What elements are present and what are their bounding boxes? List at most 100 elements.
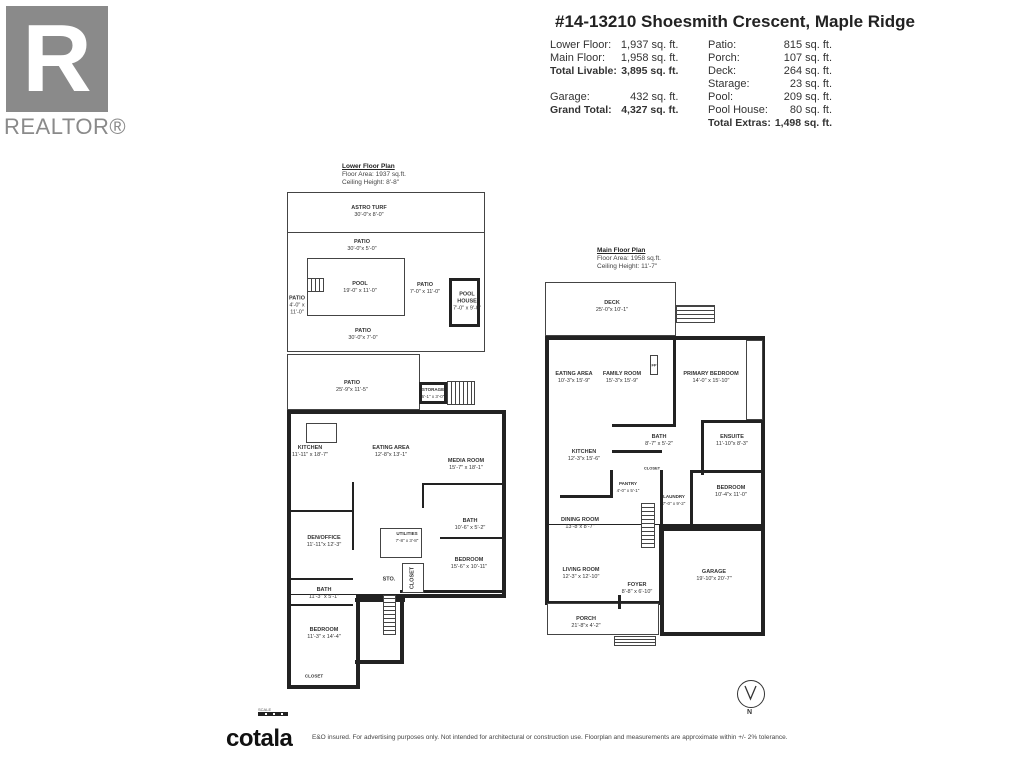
wall — [400, 598, 404, 664]
stat-label: Pool House: — [708, 104, 768, 116]
wall — [701, 420, 704, 475]
interior-stairs — [383, 595, 396, 635]
pool-house — [449, 278, 480, 327]
north-arrow-icon — [737, 680, 765, 708]
fireplace-label: FP — [651, 362, 657, 368]
wall — [291, 604, 353, 606]
lower-patio — [287, 354, 420, 410]
wall — [612, 424, 676, 427]
main-floor-area: Floor Area: 1958 sq.ft. — [597, 255, 661, 262]
deck-stairs — [676, 305, 715, 323]
stat-label: Patio: — [708, 39, 737, 51]
deck — [545, 282, 676, 336]
wall — [291, 578, 353, 580]
area-summary-right: Patio:815 sq. ft. Porch:107 sq. ft. Deck… — [706, 39, 834, 130]
wall — [610, 470, 613, 498]
stat-value: 3,895 sq. ft. — [621, 65, 679, 77]
wall — [690, 470, 765, 473]
wall — [352, 482, 354, 550]
disclaimer: E&O insured. For advertising purposes on… — [312, 734, 788, 741]
porch — [547, 603, 659, 635]
stat-value: 209 sq. ft. — [783, 91, 833, 103]
realtor-logo-text: REALTOR® — [4, 114, 127, 139]
lower-floor-area: Floor Area: 1937 sq.ft. — [342, 171, 406, 178]
stat-value: 80 sq. ft. — [789, 104, 833, 116]
stat-label: Porch: — [708, 52, 740, 64]
area-summary-left: Lower Floor:1,937 sq. ft. Main Floor:1,9… — [548, 39, 680, 117]
stat-value: 264 sq. ft. — [783, 65, 833, 77]
scale-label: SCALE — [258, 707, 272, 712]
wall — [701, 420, 765, 423]
porch-steps — [614, 636, 656, 646]
room-closet: CLOSET — [409, 566, 416, 590]
stat-value: 23 sq. ft. — [789, 78, 833, 90]
wall — [673, 336, 676, 426]
wall — [690, 470, 693, 527]
kitchen-island — [306, 423, 337, 443]
room-storage-closet: STO. — [382, 576, 396, 583]
stat-label: Starage: — [708, 78, 750, 90]
storage — [419, 382, 447, 404]
stat-value: 432 sq. ft. — [630, 91, 679, 103]
stat-label: Garage: — [550, 91, 590, 103]
realtor-logo — [6, 6, 108, 112]
lower-floor-title: Lower Floor Plan — [342, 163, 395, 170]
cotala-logo: cotala — [226, 725, 293, 752]
exterior-stairs — [447, 381, 475, 405]
stat-label: Deck: — [708, 65, 737, 77]
room-closet: CLOSET — [643, 465, 661, 471]
wall — [355, 598, 405, 602]
wall — [355, 660, 404, 664]
stat-value: 1,498 sq. ft. — [774, 117, 833, 129]
fireplace — [650, 355, 658, 375]
main-floor-header: Main Floor Plan Floor Area: 1958 sq.ft. … — [597, 247, 661, 271]
utilities-room — [380, 528, 422, 558]
lower-floor-ceiling: Ceiling Height: 8'-8" — [342, 179, 400, 186]
closet — [402, 563, 424, 593]
stat-label: Pool: — [708, 91, 734, 103]
wall — [560, 495, 610, 498]
pool-steps — [307, 278, 324, 292]
scale-bar — [258, 712, 288, 716]
stat-value: 4,327 sq. ft. — [621, 104, 679, 116]
room-closet: CLOSET — [304, 673, 324, 679]
stat-value: 1,958 sq. ft. — [620, 52, 679, 64]
primary-closets — [746, 340, 763, 420]
stat-label: Main Floor: — [550, 52, 606, 64]
astro-turf — [287, 192, 485, 233]
wall — [618, 595, 621, 609]
stat-value: 107 sq. ft. — [783, 52, 833, 64]
wall — [422, 483, 424, 508]
realtor-logo-letter: R — [22, 5, 92, 112]
stat-label: Total Livable: — [550, 65, 617, 77]
wall — [612, 450, 662, 453]
stat-label: Grand Total: — [550, 104, 612, 116]
garage — [660, 527, 765, 636]
main-floor-title: Main Floor Plan — [597, 247, 646, 254]
